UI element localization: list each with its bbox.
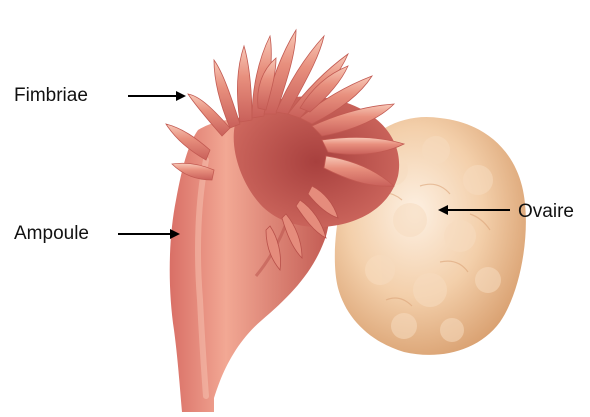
arrow-fimbriae	[128, 91, 186, 101]
label-ovaire: Ovaire	[518, 202, 574, 221]
arrow-ampoule	[118, 229, 180, 239]
label-ampoule: Ampoule	[14, 224, 89, 243]
label-fimbriae: Fimbriae	[14, 86, 88, 105]
